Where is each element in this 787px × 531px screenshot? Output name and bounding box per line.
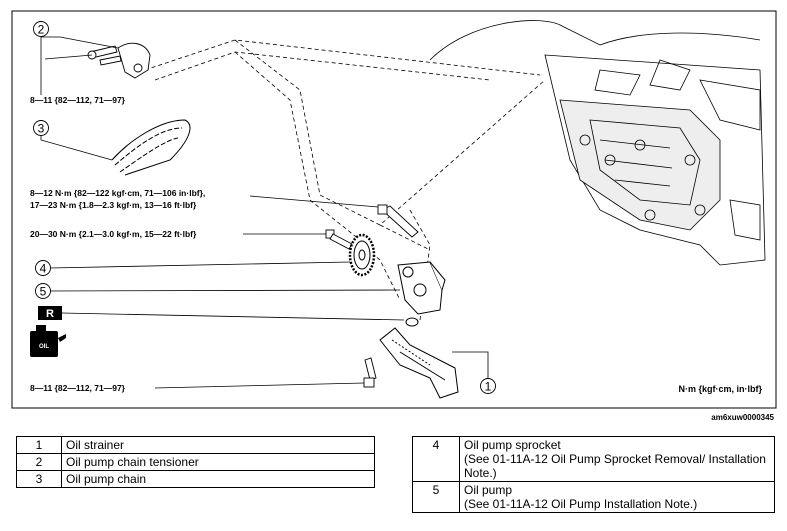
callout-3: 3 [33,120,49,136]
svg-text:R: R [46,308,54,320]
strainer-bolt-illustration [363,357,377,388]
part-number: 5 [412,481,460,513]
sprocket-bolt-illustration [377,204,419,238]
torque-label-strainer-bolt: 8—11 {82—112, 71—97} [30,383,126,393]
replace-part-badge: R [38,306,62,320]
oil-can-icon: OIL [30,325,66,357]
callout-5: 5 [35,283,51,299]
torque-label-sprocket-bolt-line1: 8—12 N·m {82—122 kgf·cm, 71—106 in·lbf}, [30,188,205,198]
callout-2: 2 [33,21,49,37]
table-row: 1 Oil strainer [16,436,375,454]
figure-id: am6xuw0000345 [711,413,774,420]
chain-route-dashed [144,39,546,321]
part-number: 2 [16,453,62,471]
part-name: Oil pump chain [61,470,375,488]
svg-text:2: 2 [38,23,45,37]
svg-text:OIL: OIL [39,344,49,350]
part-cell: Oil pump sprocket (See 01-11A-12 Oil Pum… [459,436,775,482]
part-note[interactable]: (See 01-11A-12 Oil Pump Sprocket Removal… [464,452,766,480]
table-row: 2 Oil pump chain tensioner [16,453,375,471]
table-row: 3 Oil pump chain [16,470,375,488]
chain-tensioner-illustration [87,42,151,79]
part-cell: Oil pump (See 01-11A-12 Oil Pump Install… [459,481,775,513]
torque-label-sprocket-bolt-line2: 17—23 N·m {1.8—2.3 kgf·m, 13—16 ft·lbf} [30,200,197,210]
leader-lines [40,36,489,389]
exploded-diagram: 2 3 4 5 1 8—11 {82—112, 71—97} 8—12 N·m … [11,10,777,420]
oil-pump-chain-illustration [111,119,191,176]
oil-pump-sprocket-illustration [348,233,376,277]
svg-text:1: 1 [485,380,492,394]
svg-text:3: 3 [38,122,45,136]
torque-label-tensioner: 8—11 {82—112, 71—97} [30,95,126,105]
oil-pump-illustration [397,261,446,315]
callout-4: 4 [35,260,51,276]
part-name: Oil pump sprocket [464,438,561,452]
parts-table-left: 1 Oil strainer 2 Oil pump chain tensione… [16,436,375,488]
part-name: Oil strainer [61,436,375,454]
unit-note: N·m {kgf·cm, in·lbf} [678,384,762,394]
diagram-frame [11,10,777,409]
part-number: 1 [16,436,62,454]
svg-text:5: 5 [40,285,47,299]
pump-bolt-illustration [325,229,353,250]
oil-strainer-illustration [379,327,459,399]
part-name: Oil pump chain tensioner [61,453,375,471]
parts-table-right: 4 Oil pump sprocket (See 01-11A-12 Oil P… [412,436,775,513]
table-row: 4 Oil pump sprocket (See 01-11A-12 Oil P… [412,436,775,482]
torque-label-pump-bolt: 20—30 N·m {2.1—3.0 kgf·m, 15—22 ft·lbf} [30,229,197,239]
table-row: 5 Oil pump (See 01-11A-12 Oil Pump Insta… [412,481,775,513]
o-ring-illustration [405,317,419,327]
engine-block-illustration [429,20,766,266]
svg-text:4: 4 [40,262,47,276]
part-name: Oil pump [464,483,513,497]
part-note[interactable]: (See 01-11A-12 Oil Pump Installation Not… [464,497,698,511]
part-number: 3 [16,470,62,488]
callout-1: 1 [480,378,496,394]
part-number: 4 [412,436,460,482]
